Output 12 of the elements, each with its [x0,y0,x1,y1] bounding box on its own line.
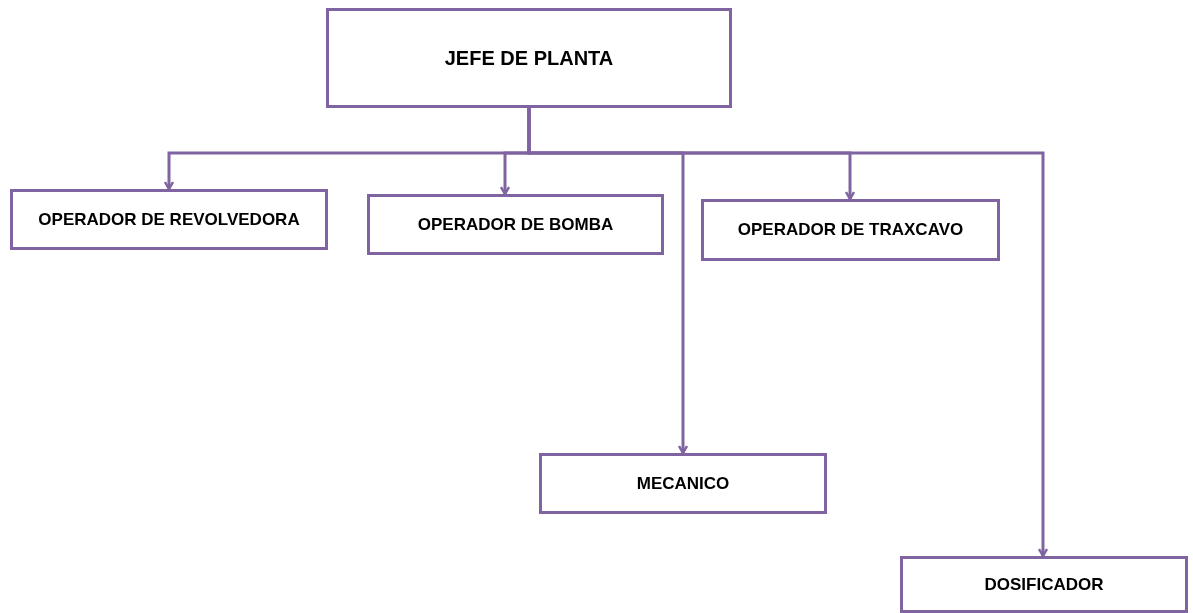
role-label: JEFE DE PLANTA [444,46,614,70]
role-label: OPERADOR DE BOMBA [417,214,614,235]
role-label: DOSIFICADOR [984,574,1104,595]
org-box [367,194,664,255]
org-box [326,8,732,108]
org-box [10,189,328,250]
org-box [701,199,1000,261]
org-box [900,556,1188,613]
role-label: MECANICO [636,473,730,494]
org-box [539,453,827,514]
role-label: OPERADOR DE REVOLVEDORA [38,209,300,230]
role-label: OPERADOR DE TRAXCAVO [737,220,964,240]
